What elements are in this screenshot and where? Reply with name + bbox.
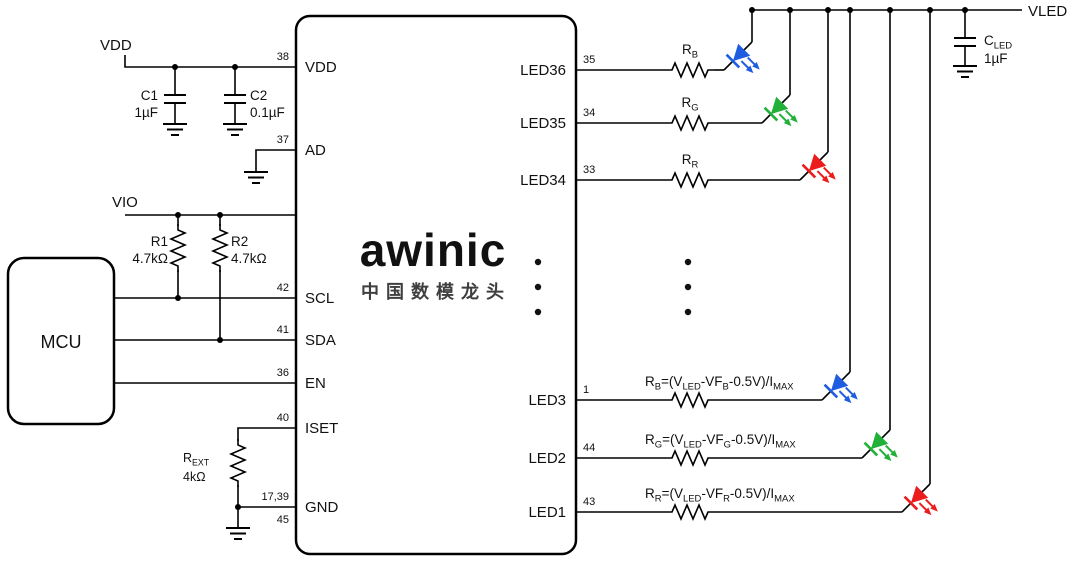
ad-net	[243, 149, 296, 184]
vio-net: VIO R1 4.7kΩ R2 4.7kΩ	[112, 194, 296, 343]
rg-formula: RG=(VLED-VFG-0.5V)/IMAX	[645, 432, 796, 451]
pin-number-led3: 1	[583, 384, 589, 396]
pin-number-gnd-top: 17,39	[261, 491, 289, 503]
iset-wire	[237, 427, 296, 441]
pin-label-ad: AD	[305, 142, 326, 159]
more-pins-ellipsis-inner	[534, 258, 542, 316]
ground-symbol	[225, 527, 251, 540]
pin-label-led3: LED3	[528, 392, 566, 409]
pin-label-en: EN	[305, 375, 326, 392]
led-channel-35: RG	[576, 10, 802, 134]
pin-label-led1: LED1	[528, 504, 566, 521]
led-channel-1: RR=(VLED-VFR-0.5V)/IMAX	[576, 10, 942, 523]
awinic-logo: awinic	[360, 224, 507, 276]
ground-symbol	[162, 123, 188, 136]
led-channel-36: RB	[576, 10, 764, 81]
r2-name: R2	[231, 234, 248, 249]
ground-symbol	[222, 123, 248, 136]
resistor-rb	[665, 62, 715, 78]
mcu-label: MCU	[41, 332, 82, 352]
c1-name: C1	[141, 88, 158, 103]
resistor-r2	[212, 223, 228, 273]
c2-value: 0.1µF	[250, 105, 285, 120]
pin-label-led34: LED34	[520, 172, 566, 189]
pin-number-vdd: 38	[277, 51, 289, 63]
vdd-supply-net: VDD C1 1µF C2 0.1µF	[100, 37, 296, 136]
pin-label-scl: SCL	[305, 290, 334, 307]
vdd-wire	[124, 55, 296, 68]
pin-number-led35: 34	[583, 107, 595, 119]
resistor-rg	[665, 115, 715, 131]
pin-number-scl: 42	[277, 282, 289, 294]
pin-label-led36: LED36	[520, 62, 566, 79]
resistor-led1	[665, 504, 715, 520]
vio-rail-label: VIO	[112, 194, 138, 211]
pin-number-sda: 41	[277, 324, 289, 336]
vled-rail-label: VLED	[1028, 3, 1067, 20]
pin-number-led36: 35	[583, 54, 595, 66]
more-channels-ellipsis	[684, 258, 692, 316]
cled-name: CLED	[984, 33, 1012, 52]
c2-name: C2	[250, 88, 267, 103]
rb-formula: RB=(VLED-VFB-0.5V)/IMAX	[645, 374, 794, 393]
r1-value: 4.7kΩ	[132, 251, 168, 266]
pin-number-iset: 40	[277, 412, 289, 424]
rext-value: 4kΩ	[183, 470, 206, 484]
capacitor-c1	[163, 94, 187, 104]
mcu-block: MCU	[6, 256, 116, 426]
r2-value: 4.7kΩ	[231, 251, 267, 266]
rg-label: RG	[681, 95, 698, 114]
pin-number-en: 36	[277, 367, 289, 379]
rr-formula: RR=(VLED-VFR-0.5V)/IMAX	[645, 486, 795, 505]
vled-rail: VLED CLED 1µF	[749, 3, 1067, 78]
pin-label-vdd: VDD	[305, 59, 337, 76]
ic-body	[294, 14, 578, 556]
led-channel-3: RB=(VLED-VFB-0.5V)/IMAX	[576, 10, 862, 411]
resistor-led3	[665, 392, 715, 408]
capacitor-cled	[953, 37, 977, 47]
pin-number-led2: 44	[583, 442, 595, 454]
gnd-net	[225, 504, 296, 540]
r1-name: R1	[151, 234, 168, 249]
led-channel-2: RG=(VLED-VFG-0.5V)/IMAX	[576, 10, 902, 469]
vdd-rail-label: VDD	[100, 37, 132, 54]
pin-number-led34: 33	[583, 164, 595, 176]
pin-number-led1: 43	[583, 496, 595, 508]
ground-symbol	[243, 171, 269, 184]
ground-symbol	[952, 65, 978, 78]
pin-label-gnd: GND	[305, 499, 339, 516]
mcu-ic-wires	[114, 297, 296, 384]
resistor-led2	[665, 450, 715, 466]
resistor-rr	[665, 172, 715, 188]
pin-number-ad: 37	[277, 134, 289, 146]
resistor-r1	[170, 223, 186, 273]
rb-label: RB	[682, 42, 698, 61]
pin-label-iset: ISET	[305, 420, 338, 437]
ad-wire	[255, 149, 296, 172]
pin-label-led2: LED2	[528, 450, 566, 467]
c1-value: 1µF	[134, 105, 158, 120]
pin-label-led35: LED35	[520, 115, 566, 132]
resistor-rext	[230, 438, 246, 488]
rext-name: REXT	[183, 451, 210, 468]
led-channel-34: RR	[576, 10, 840, 191]
mcu-body	[6, 256, 116, 426]
pin-number-gnd-bottom: 45	[277, 514, 289, 526]
pin-label-sda: SDA	[305, 332, 336, 349]
logo-tagline: 中国数模龙头	[361, 281, 511, 302]
ic-block: VDD AD SCL SDA EN ISET GND 38 37 42 41 3…	[261, 14, 595, 556]
cled-value: 1µF	[984, 51, 1008, 66]
capacitor-c2	[223, 94, 247, 104]
iset-net: REXT 4kΩ	[183, 427, 296, 507]
rr-label: RR	[682, 152, 699, 171]
